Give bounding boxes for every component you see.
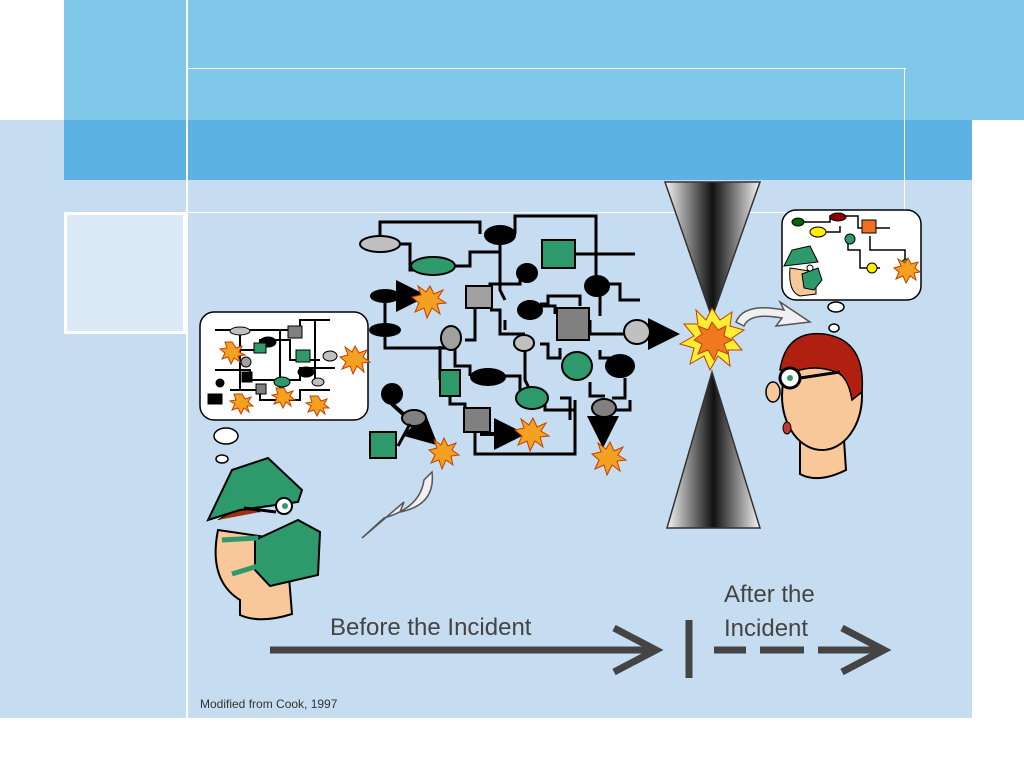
timeline-before-arrow	[270, 624, 664, 676]
timeline-after-arrow	[714, 624, 892, 676]
left-margin	[0, 120, 64, 718]
mini-network-nodes	[207, 325, 338, 405]
frame-line	[186, 0, 188, 718]
explosion-icon	[410, 284, 628, 477]
curved-arrow-icon	[361, 470, 434, 539]
hourglass-icon	[663, 181, 762, 529]
mini-network-nodes	[791, 212, 911, 274]
observer-head-icon	[765, 332, 864, 480]
citation: Modified from Cook, 1997	[200, 697, 338, 711]
after-label-line2: Incident	[724, 615, 808, 642]
system-network-nodes	[359, 225, 651, 459]
explosion-icon	[892, 256, 922, 285]
frame-line	[904, 68, 905, 213]
header-band-dark	[64, 120, 972, 180]
frame-line	[186, 212, 906, 213]
right-margin	[972, 120, 1024, 718]
explosion-icon	[678, 307, 746, 372]
before-label: Before the Incident	[330, 614, 532, 641]
decorative-square	[64, 212, 186, 334]
after-label-line1: After the	[724, 581, 815, 608]
curved-arrow-icon	[735, 299, 813, 328]
frame-line	[186, 68, 906, 69]
mini-surgeon-icon	[783, 245, 823, 297]
thought-bubble-icon	[199, 311, 369, 464]
surgeon-icon	[206, 456, 322, 621]
explosion-icon	[218, 341, 372, 418]
